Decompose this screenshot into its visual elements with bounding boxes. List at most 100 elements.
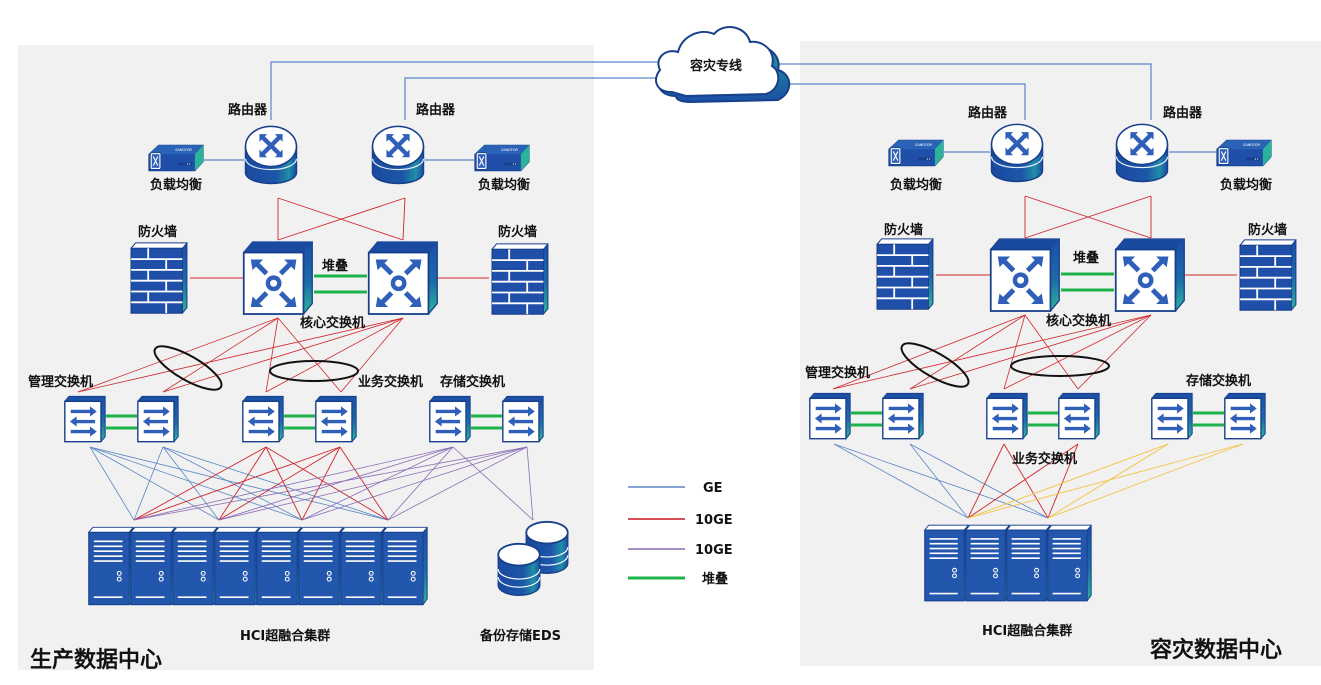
management-switch-icon[interactable]: [64, 394, 106, 444]
load-balancer-label: 负载均衡: [150, 177, 202, 193]
business-switch-icon[interactable]: [1058, 391, 1100, 441]
load-balancer-icon[interactable]: [474, 144, 530, 172]
10ge-link: [339, 446, 389, 521]
10ge-link: [402, 197, 406, 241]
storage-switch-icon[interactable]: [502, 394, 544, 444]
core-switch-icon[interactable]: [989, 238, 1061, 312]
10ge-link: [265, 446, 389, 521]
core-switch-label: 核心交换机: [1046, 313, 1111, 329]
server-icon[interactable]: [1047, 524, 1092, 602]
storage-link: [1047, 443, 1169, 519]
storage-switch-icon[interactable]: [429, 394, 471, 444]
10ge-link: [387, 446, 454, 521]
core-switch-label: 核心交换机: [300, 315, 365, 331]
load-balancer-icon[interactable]: [888, 139, 944, 167]
router-icon[interactable]: [990, 123, 1044, 183]
business-switch-icon[interactable]: [986, 391, 1028, 441]
core-switch-icon[interactable]: [242, 241, 314, 315]
10ge-link: [77, 317, 279, 393]
core-switch-icon[interactable]: [1114, 238, 1186, 312]
10ge-link: [162, 317, 404, 393]
ge-link: [162, 446, 220, 521]
server-icon[interactable]: [924, 524, 969, 602]
hci-cluster: [88, 526, 428, 606]
dr-dc-title: 容灾数据中心: [1150, 637, 1282, 663]
server-icon[interactable]: [214, 526, 260, 606]
server-icon[interactable]: [256, 526, 302, 606]
10ge-link: [967, 443, 1005, 519]
10ge-link: [218, 446, 528, 521]
10ge-link: [1024, 195, 1152, 239]
ge-link: [133, 446, 164, 521]
switch-group-label: 存储交换机: [440, 374, 505, 390]
10ge-link: [1003, 443, 1049, 519]
hci-cluster-label: HCI超融合集群: [982, 623, 1072, 639]
load-balancer-icon[interactable]: [148, 144, 204, 172]
firewall-icon[interactable]: [491, 243, 549, 315]
management-switch-icon[interactable]: [809, 391, 851, 441]
management-switch-icon[interactable]: [137, 394, 179, 444]
router-icon[interactable]: [1115, 123, 1169, 183]
dr-dc: 路由器 路由器 负载均衡 负载均衡 防火墙 防火墙 堆叠 核心交换机 管理交换机…: [805, 105, 1297, 663]
server-icon[interactable]: [298, 526, 344, 606]
wan-link: [270, 61, 664, 120]
management-switch-icon[interactable]: [882, 391, 924, 441]
10ge-link: [452, 446, 534, 521]
ge-link: [162, 446, 389, 521]
storage-switch-icon[interactable]: [1151, 391, 1193, 441]
router-icon[interactable]: [244, 125, 298, 185]
10ge-link: [387, 446, 528, 521]
10ge-link: [218, 446, 341, 521]
stack-label: 堆叠: [1073, 250, 1099, 266]
ge-link: [833, 443, 969, 519]
router-icon[interactable]: [371, 125, 425, 185]
10ge-link: [909, 314, 1026, 390]
firewall-icon[interactable]: [876, 238, 934, 310]
wan-link: [404, 77, 662, 120]
server-icon[interactable]: [965, 524, 1010, 602]
load-balancer-label: 负载均衡: [478, 177, 530, 193]
storage-switch-icon[interactable]: [1224, 391, 1266, 441]
10ge-link: [218, 446, 454, 521]
switch-group-label: 管理交换机: [28, 374, 93, 390]
legend-label: 10GE: [695, 543, 733, 558]
server-icon[interactable]: [172, 526, 218, 606]
10ge-link: [1077, 314, 1152, 390]
10ge-link: [301, 446, 341, 521]
switch-group-label: 存储交换机: [1186, 373, 1251, 389]
10ge-link: [133, 446, 267, 521]
10ge-link: [967, 443, 1079, 519]
core-switch-icon[interactable]: [367, 241, 439, 315]
link-aggregation-ring: [153, 345, 223, 391]
server-icon[interactable]: [340, 526, 386, 606]
10ge-link: [133, 446, 528, 521]
10ge-link: [265, 317, 279, 393]
10ge-link: [340, 317, 404, 393]
10ge-link: [1003, 314, 1026, 390]
links-layer: [77, 61, 1244, 521]
server-icon[interactable]: [382, 526, 428, 606]
load-balancer-label: 负载均衡: [890, 177, 942, 193]
load-balancer-icon[interactable]: [1216, 139, 1272, 167]
10ge-link: [218, 446, 267, 521]
wan-link: [778, 83, 1026, 120]
10ge-link: [526, 446, 534, 521]
server-icon[interactable]: [130, 526, 176, 606]
storage-link: [967, 443, 1244, 519]
link-aggregation-ring: [900, 342, 970, 388]
firewall-icon[interactable]: [130, 242, 188, 314]
10ge-link: [162, 317, 279, 393]
10ge-link: [1047, 443, 1079, 519]
storage-link: [967, 443, 1169, 519]
10ge-link: [301, 446, 528, 521]
server-icon[interactable]: [88, 526, 134, 606]
business-switch-icon[interactable]: [242, 394, 284, 444]
business-switch-icon[interactable]: [315, 394, 357, 444]
10ge-link: [265, 446, 303, 521]
storage-icon[interactable]: [497, 542, 541, 597]
server-icon[interactable]: [1006, 524, 1051, 602]
ge-link: [909, 443, 969, 519]
load-balancer-label: 负载均衡: [1220, 177, 1272, 193]
ge-link: [909, 443, 1049, 519]
firewall-icon[interactable]: [1239, 239, 1297, 311]
